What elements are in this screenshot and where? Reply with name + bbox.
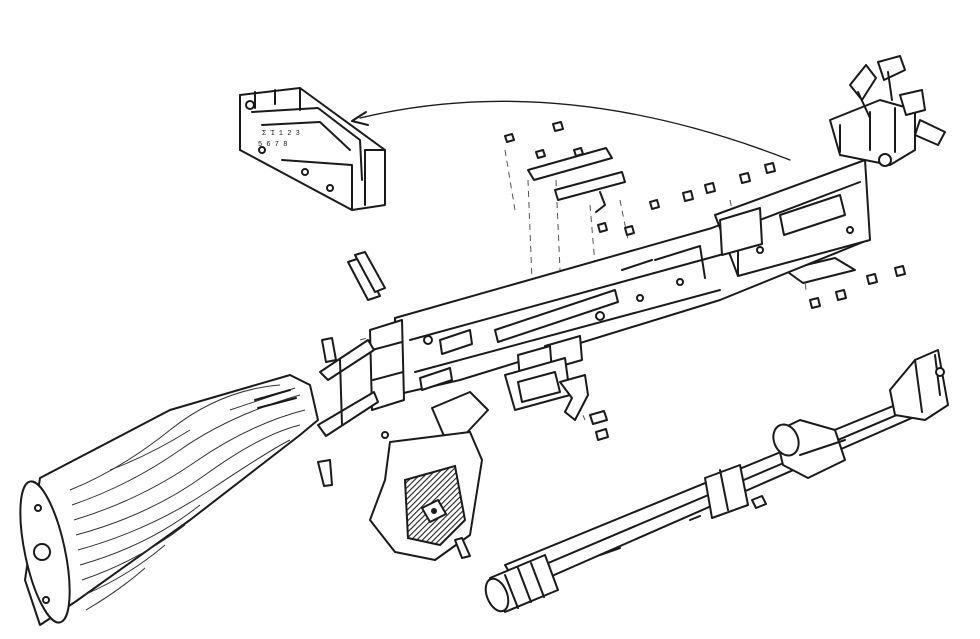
trigger-group — [829, 55, 946, 167]
buttstock — [19, 374, 319, 626]
rail-plate — [527, 147, 626, 213]
receiver-cover-stamp-1: Σ Ί 1 2 3 — [262, 130, 300, 138]
receiver-cover: Σ Ί 1 2 3 5 6 7 8 — [239, 87, 386, 211]
pistol-grip — [369, 391, 489, 561]
receiver — [369, 159, 871, 411]
rivets-and-pins — [504, 121, 906, 309]
barrel-assembly — [484, 349, 949, 613]
trigger-parts — [381, 374, 609, 441]
assembly-arc-arrowhead — [351, 111, 369, 126]
stock-tang — [317, 339, 379, 437]
trunnion-pins — [321, 251, 386, 363]
rear-plate — [784, 257, 856, 284]
wood-grain — [69, 384, 306, 611]
receiver-cover-stamp-2: 5 6 7 8 — [258, 141, 287, 149]
assembly-arc — [359, 100, 791, 161]
screws — [317, 459, 471, 559]
